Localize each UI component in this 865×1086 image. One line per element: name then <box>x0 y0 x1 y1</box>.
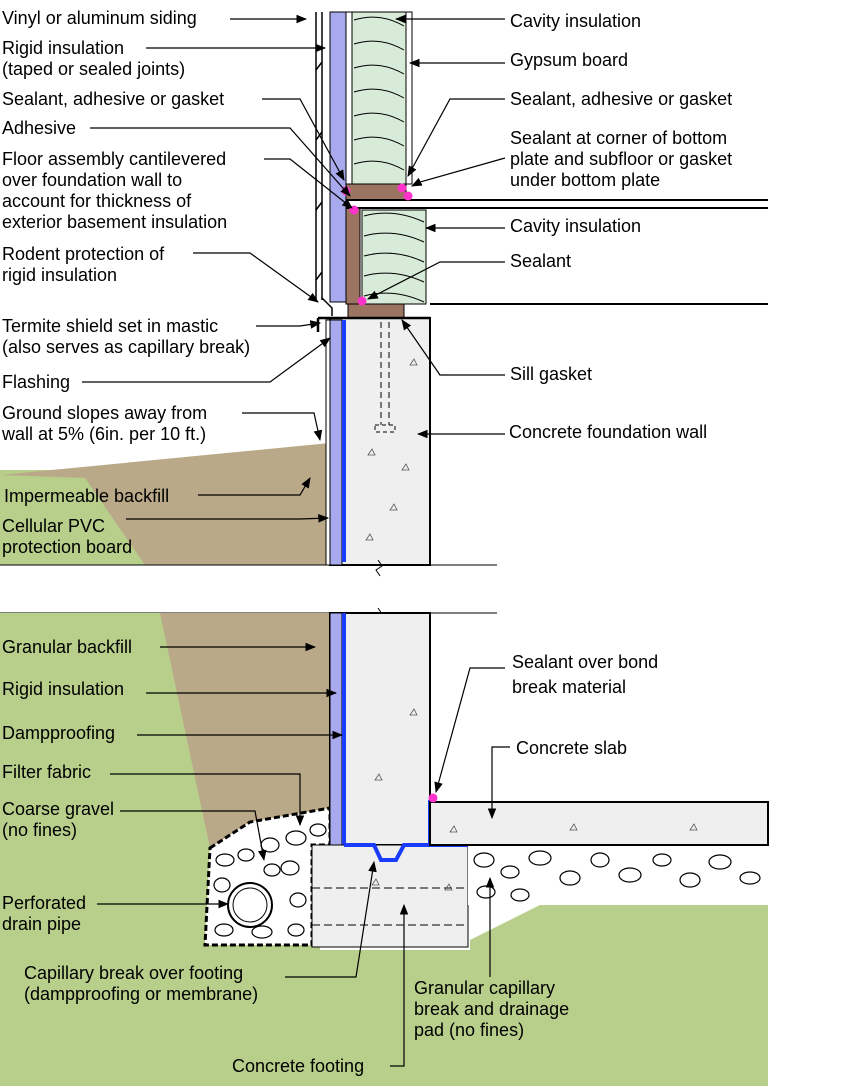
siding <box>315 12 323 300</box>
label-drain-pipe: Perforated drain pipe <box>2 893 91 934</box>
foundation-wall-upper <box>329 317 431 566</box>
label-cavity-mid: Cavity insulation <box>510 216 641 236</box>
label-cavity-top: Cavity insulation <box>510 11 641 31</box>
impermeable-backfill-upper <box>0 443 330 565</box>
upper-section <box>0 11 768 566</box>
label-sill-gasket: Sill gasket <box>510 364 592 384</box>
label-sealant-corner: Sealant at corner of bottom plate and su… <box>510 128 737 190</box>
rodent-protection <box>321 297 333 316</box>
sealant-dot-slab <box>428 793 438 803</box>
label-rigid-insulation-top: Rigid insulation (taped or sealed joints… <box>2 38 185 79</box>
slab-aggregate-marks <box>449 823 698 833</box>
label-granular-pad: Granular capillary break and drainage pa… <box>414 978 574 1040</box>
label-sealant: Sealant <box>510 251 571 271</box>
sheathing-wall <box>345 11 353 185</box>
wall-aggregate-marks-lower <box>371 708 453 891</box>
lower-section <box>0 612 769 1086</box>
label-granular-backfill: Granular backfill <box>2 637 132 657</box>
cavity-insulation-joist-bay <box>361 209 427 305</box>
label-foundation-wall: Concrete foundation wall <box>509 422 707 442</box>
sill-plate <box>347 303 405 319</box>
gravel-stones-pad <box>473 850 761 902</box>
granular-drainage-pad <box>468 845 768 905</box>
label-slab: Concrete slab <box>516 738 627 758</box>
cavity-insulation-wall <box>351 11 407 185</box>
concrete-slab <box>429 801 769 846</box>
label-sealant-left: Sealant, adhesive or gasket <box>2 89 224 109</box>
label-rigid-insulation-low: Rigid insulation <box>2 679 124 699</box>
label-flashing: Flashing <box>2 372 70 392</box>
pvc-protection-board <box>325 319 331 566</box>
label-siding: Vinyl or aluminum siding <box>2 8 197 28</box>
label-pvc: Cellular PVC protection board <box>2 516 132 557</box>
subfloor-band <box>345 183 407 201</box>
label-filter-fabric: Filter fabric <box>2 762 91 782</box>
rim-joist <box>345 207 361 305</box>
rigid-insulation-below-grade-upper <box>329 319 343 566</box>
label-dampproofing: Dampproofing <box>2 723 115 743</box>
concrete-aggregate-marks <box>365 358 418 541</box>
label-capillary-footing: Capillary break over footing (dampproofi… <box>24 963 258 1004</box>
label-coarse-gravel: Coarse gravel (no fines) <box>2 799 119 840</box>
label-impermeable: Impermeable backfill <box>4 486 169 506</box>
label-rodent: Rodent protection of rigid insulation <box>2 244 169 285</box>
granular-backfill-wedge <box>160 613 330 848</box>
gravel-stones-left <box>213 823 327 939</box>
rigid-insulation-wall <box>329 11 347 303</box>
gypsum-board <box>405 11 413 185</box>
label-sealant-bond: Sealant over bond break material <box>512 652 663 697</box>
drain-pipe-icon <box>227 882 273 928</box>
labels-right: Cavity insulation Gypsum board Sealant, … <box>414 11 737 1040</box>
rigid-insulation-below-grade-lower <box>329 612 343 846</box>
labels-left: Vinyl or aluminum siding Rigid insulatio… <box>1 8 364 1076</box>
label-gypsum: Gypsum board <box>510 50 628 70</box>
leader-lines <box>82 14 510 1067</box>
insulation-squiggle-top <box>353 16 405 171</box>
label-termite: Termite shield set in mastic (also serve… <box>2 316 250 357</box>
label-adhesive: Adhesive <box>2 118 76 138</box>
foundation-wall-lower <box>329 612 431 846</box>
label-concrete-footing: Concrete footing <box>232 1056 364 1076</box>
insulation-squiggle-mid <box>363 212 425 303</box>
label-ground-slope: Ground slopes away from wall at 5% (6in.… <box>1 403 212 444</box>
label-floor-assembly: Floor assembly cantilevered over foundat… <box>2 149 231 232</box>
label-sealant-right: Sealant, adhesive or gasket <box>510 89 732 109</box>
